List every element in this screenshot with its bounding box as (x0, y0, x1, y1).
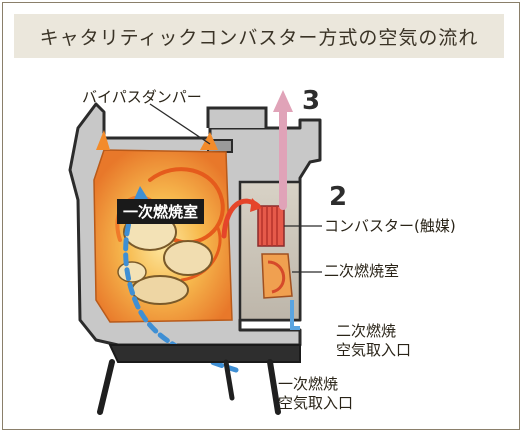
step-number-3: 3 (302, 86, 321, 116)
secondary-air-line2: 空気取入口 (336, 340, 412, 359)
secondary-air-flow (290, 300, 300, 330)
step-number-2: 2 (329, 182, 348, 212)
primary-air-line2: 空気取入口 (278, 393, 354, 412)
label-secondary-air-inlet: 二次燃焼 空気取入口 (336, 322, 411, 360)
flame-swirl-1 (148, 167, 225, 245)
stove-leg-right (267, 359, 281, 415)
label-bypass-damper: バイパスダンパー (82, 88, 202, 106)
label-primary-chamber: 一次燃焼室 (117, 199, 205, 224)
primary-air-line1: 一次燃焼 (278, 375, 339, 393)
flame-swirl-3 (180, 226, 222, 282)
flame-tip-2 (200, 132, 218, 150)
title-bar: キャタリティックコンバスター方式の空気の流れ (14, 14, 504, 58)
leader-bypass (149, 103, 211, 145)
label-combustor: コンバスター(触媒) (324, 217, 456, 235)
stove-leg-back (223, 359, 235, 401)
diagram-title: キャタリティックコンバスター方式の空気の流れ (39, 26, 479, 49)
label-secondary-chamber: 二次燃焼室 (324, 262, 400, 280)
ash-pan (108, 344, 301, 363)
log-2 (163, 240, 213, 276)
flue-top (206, 106, 268, 128)
flame-tip-1 (96, 130, 110, 150)
secondary-swirl (267, 260, 285, 294)
label-primary-air-inlet: 一次燃焼 空気取入口 (278, 375, 353, 413)
stove-leg-left (97, 359, 115, 415)
secondary-air-line1: 二次燃焼 (336, 322, 397, 340)
secondary-flame (261, 253, 293, 299)
log-4 (117, 261, 147, 283)
